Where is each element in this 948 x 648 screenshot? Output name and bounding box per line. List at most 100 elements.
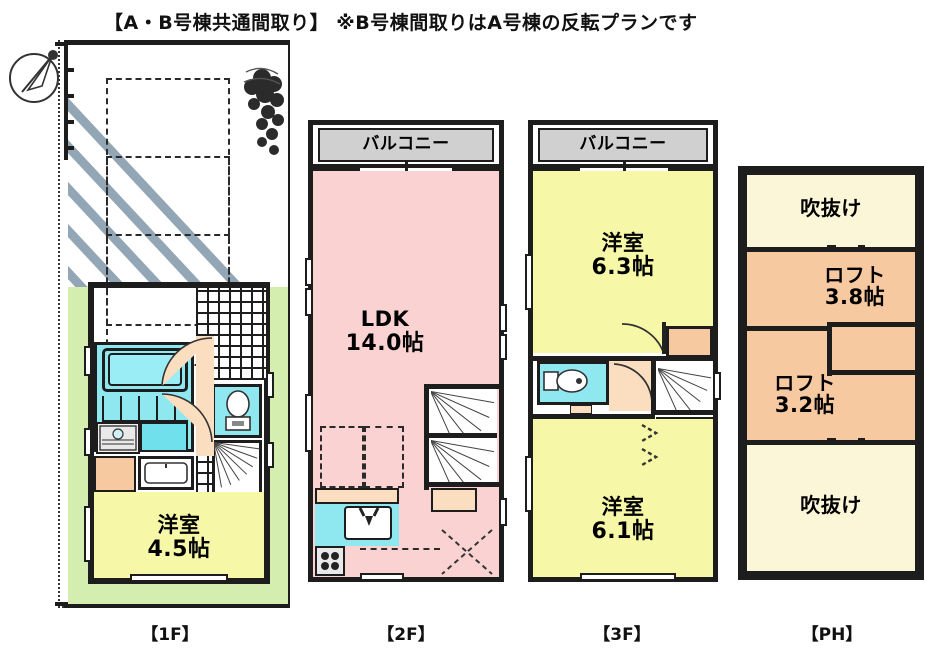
slider-2f-mullion: [405, 162, 408, 178]
entrance-pad: [94, 456, 136, 492]
folding-door-icon: [641, 423, 659, 467]
floor-plan-ph: 吹抜け ロフト 3.8帖 ロフト 3.2帖 吹抜け 【PH】: [730, 36, 930, 645]
loft-ph-upper-tail: [830, 326, 915, 372]
garden-strip-bottom: [68, 584, 288, 604]
hallway-3f: [609, 361, 651, 411]
f2-left-wall: [308, 120, 313, 582]
floor-caption-2f: 【2F】: [377, 625, 435, 645]
stair-treads-2f-upper: [431, 391, 495, 433]
site-bottom-wall: [64, 604, 290, 608]
ph-div-post-1: [827, 245, 836, 254]
room-1f-bedroom-label: 洋室 4.5帖: [147, 513, 211, 562]
stair-treads-3f: [658, 368, 712, 410]
closet-2f: [431, 488, 477, 512]
f3-right-wall: [713, 120, 718, 582]
f3-stair-left-wall: [651, 361, 656, 415]
shower-pan: [140, 422, 188, 452]
f2-stair-bottom-wall: [429, 482, 499, 487]
void-ph-top-label: 吹抜け: [800, 196, 862, 220]
f3-lower-wall: [533, 414, 655, 419]
parking-dash-left: [106, 236, 108, 366]
slider-3f-mullion: [623, 162, 626, 178]
toilet-3f-step: [570, 405, 592, 414]
faucet-icon: [358, 507, 380, 526]
balcony-3f-label: バルコニー: [579, 134, 667, 154]
room-3f-bedroom-bottom-label: 洋室 6.1帖: [591, 495, 655, 544]
floor-caption-1f: 【1F】: [141, 625, 199, 645]
room-3f-bedroom-top-label: 洋室 6.3帖: [591, 231, 655, 280]
lot-corner-tick-top: [55, 42, 69, 46]
void-ph-top: [747, 175, 915, 247]
void-ph-bottom-label: 吹抜け: [800, 493, 862, 517]
f2-stair-mid-wall: [429, 433, 497, 438]
floor-plan-1f: 洋室 4.5帖 【1F】: [0, 36, 300, 645]
window-1f-right-a: [266, 372, 274, 398]
site-left-wall-upper: [64, 40, 68, 160]
window-3f-left-a: [525, 254, 533, 310]
toilet-icon: [225, 390, 251, 431]
kitchen-counter-2f: [315, 488, 399, 504]
lot-corner-tick-bottom: [55, 602, 69, 606]
room-3f-bedroom-top: [533, 171, 713, 353]
ph-top-wall: [738, 166, 924, 175]
ph-div-post-1b: [858, 245, 865, 254]
fence-tick-3: [64, 120, 74, 124]
balcony-2f-label: バルコニー: [362, 134, 450, 154]
void-ph-bottom: [747, 445, 915, 571]
window-3f-left-b: [525, 456, 533, 512]
window-2f-left-a: [305, 258, 313, 286]
ph-bottom-wall: [738, 571, 924, 580]
compass-rose-icon: [9, 50, 59, 103]
house-right-wall: [264, 282, 270, 584]
ph-step-wall-h-top: [827, 322, 915, 327]
fence-tick-1: [64, 68, 74, 72]
sink-basin-icon: [144, 462, 188, 484]
window-1f-bottom: [130, 574, 228, 582]
loft-ph-upper: [747, 252, 915, 326]
window-1f-left-c: [84, 506, 92, 562]
page-title: 【A・B号棟共通間取り】 ※B号棟間取りはA号棟の反転プランです: [104, 12, 698, 34]
site-right-wall: [286, 40, 290, 608]
f2-stair-left-wall: [424, 384, 429, 490]
room-3f-bedroom-bottom-ext: [533, 419, 656, 577]
stove-burner-icon: [321, 552, 339, 570]
garden-strip-left: [68, 286, 88, 604]
f2-bottom-wall: [308, 577, 504, 582]
upper-cabinet-left: [320, 426, 364, 488]
room-2f-ldk-label: LDK 14.0帖: [345, 307, 425, 356]
window-2f-right-a: [499, 304, 507, 332]
room-1f-bedroom: [94, 492, 264, 578]
floor-plan-3f: バルコニー 洋室 6.3帖: [520, 36, 730, 645]
door-swing-bath-icon: [161, 337, 213, 387]
f2-top-wall: [308, 120, 504, 125]
window-2f-left-c: [305, 394, 313, 452]
stair-treads-1f: [214, 442, 260, 494]
stove-2f: [315, 546, 345, 576]
void-hatch-2f: [441, 529, 493, 575]
closet-3f-top: [666, 326, 713, 358]
window-3f-right-a: [713, 372, 721, 400]
stair-treads-2f-lower: [431, 440, 495, 482]
upper-cabinet-right: [364, 426, 404, 488]
floor-caption-ph: 【PH】: [801, 625, 863, 645]
house-top-wall: [88, 282, 270, 288]
washer-icon: [99, 425, 137, 451]
loft-ph-lower: [747, 372, 915, 440]
counter-dash-2f: [360, 548, 440, 550]
window-1f-right-b: [266, 442, 274, 468]
window-2f-bottom: [360, 573, 404, 581]
balcony-2f: [318, 128, 494, 162]
fence-tick-2: [64, 94, 74, 98]
ph-left-wall: [738, 166, 747, 580]
balcony-3f: [538, 128, 708, 162]
toilet-3f-icon: [543, 369, 588, 393]
f3-mid-wall: [533, 356, 713, 361]
loft-ph-upper-label: ロフト 3.8帖: [824, 263, 886, 310]
ph-step-wall-v: [827, 326, 832, 376]
window-3f-bottom: [580, 573, 676, 581]
door-swing-3f-icon: [621, 322, 666, 355]
ph-right-wall: [915, 166, 924, 580]
f3-left-wall: [528, 120, 533, 582]
floor-plan-2f: バルコニー LDK 14.0帖: [300, 36, 515, 645]
